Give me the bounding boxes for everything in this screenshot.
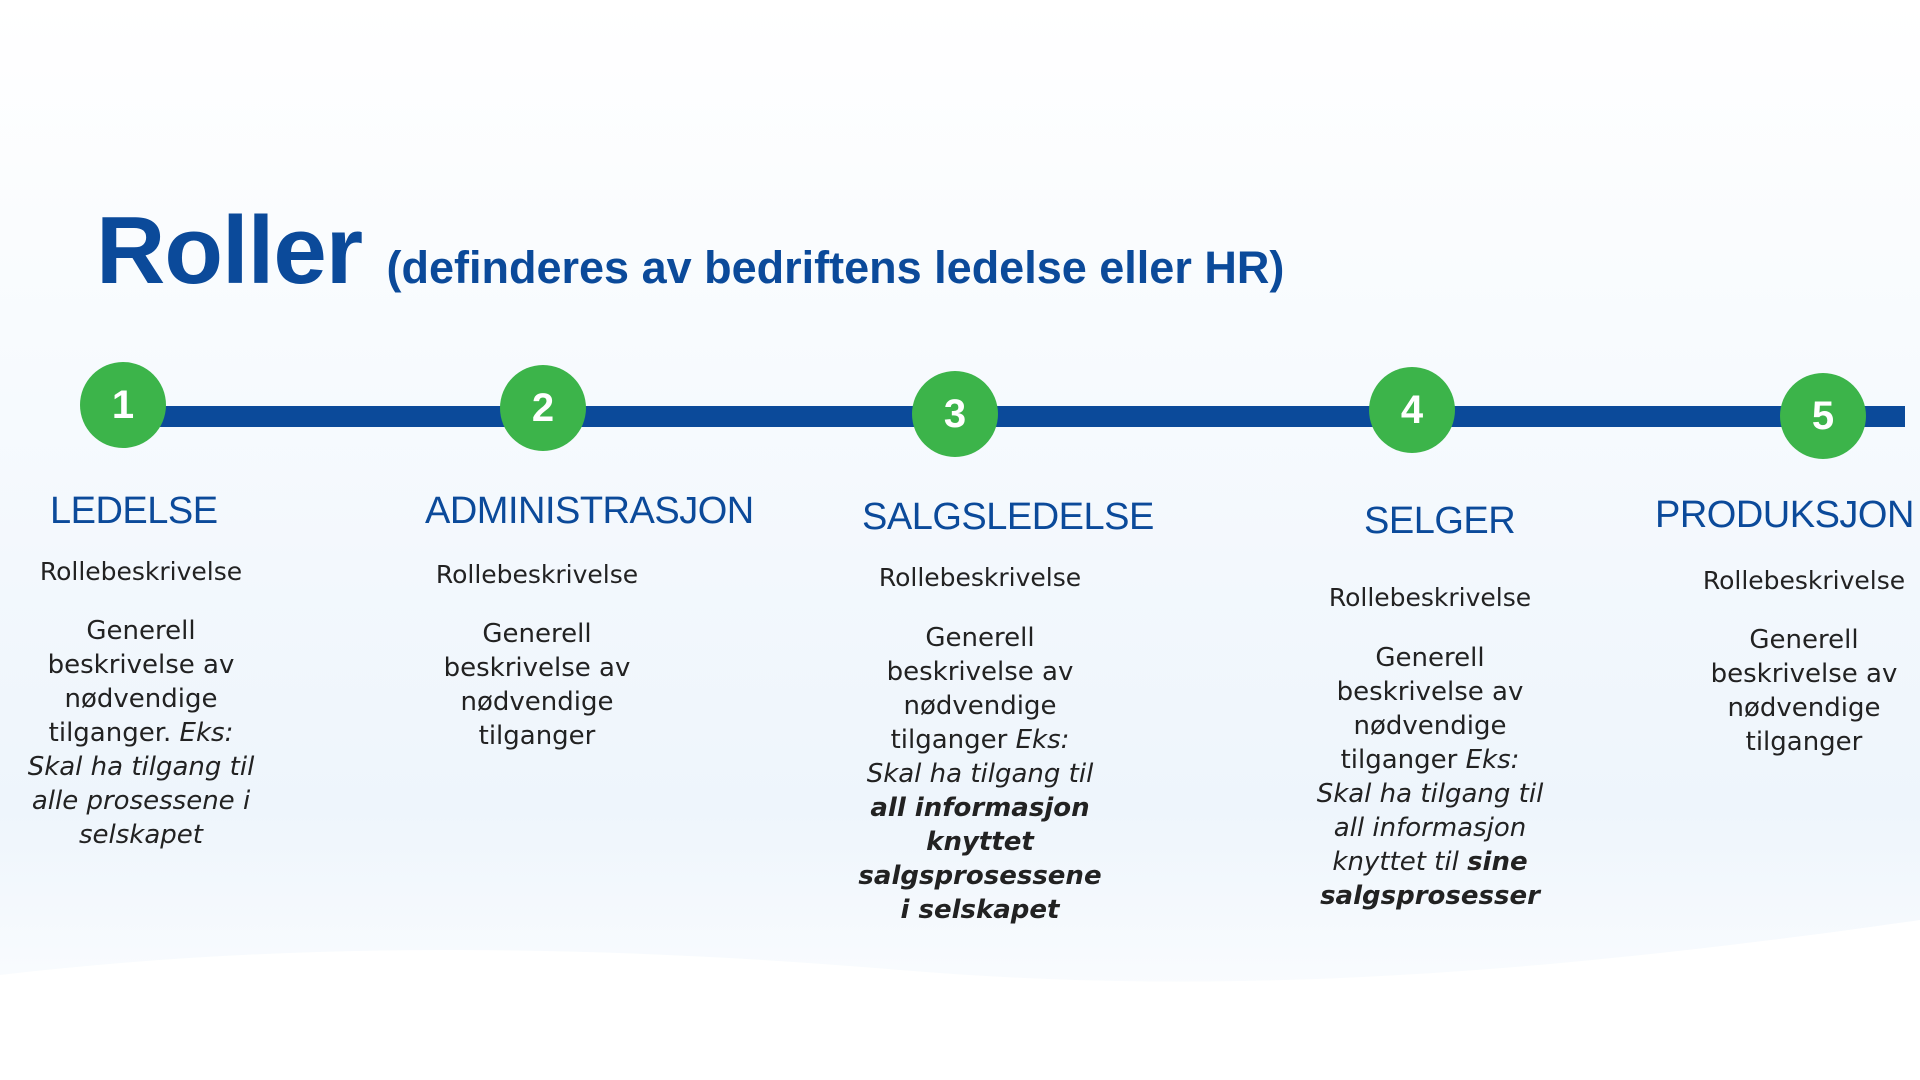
description-line: beskrivelse av: [1289, 675, 1571, 709]
description-text: tilganger: [1340, 745, 1466, 775]
description-text: Generell: [482, 619, 592, 649]
title-subtitle: (definderes av bedriftens ledelse eller …: [386, 242, 1285, 293]
step-circle-3: 3: [912, 371, 998, 457]
description-line: Generell: [398, 617, 676, 651]
description-line: knyttet til sine: [1289, 845, 1571, 879]
description-line: Generell: [840, 621, 1120, 655]
description-text: knyttet til: [1332, 847, 1468, 877]
description-text: sine: [1467, 847, 1528, 877]
description-text: Eks:: [179, 718, 234, 748]
description-text: Generell: [925, 623, 1035, 653]
description-text: nødvendige: [64, 684, 218, 714]
description-line: Skal ha tilgang til: [1289, 777, 1571, 811]
description-line: Generell: [1668, 623, 1920, 657]
description-text: i selskapet: [900, 895, 1060, 925]
role-label: Rollebeskrivelse: [435, 560, 639, 589]
description-text: tilganger: [1745, 727, 1863, 757]
description-line: tilganger: [1668, 725, 1920, 759]
description-text: Skal ha tilgang til: [866, 759, 1094, 789]
slide-title: Roller (definderes av bedriftens ledelse…: [96, 196, 1284, 306]
description-line: nødvendige: [1668, 691, 1920, 725]
background-wave: [0, 920, 1920, 1080]
description-text: Generell: [1375, 643, 1485, 673]
description-text: selskapet: [79, 820, 203, 850]
description-text: salgsprosesser: [1320, 881, 1540, 911]
description-text: nødvendige: [460, 687, 614, 717]
description-line: beskrivelse av: [0, 648, 282, 682]
description-text: Eks:: [1465, 745, 1520, 775]
description-text: nødvendige: [903, 691, 1057, 721]
description-line: Skal ha tilgang til: [840, 757, 1120, 791]
description-text: tilganger: [478, 721, 596, 751]
description-line: all informasjon: [840, 791, 1120, 825]
description-text: Generell: [1749, 625, 1859, 655]
description-line: nødvendige: [840, 689, 1120, 723]
description-line: tilganger. Eks:: [0, 716, 282, 750]
role-title: PRODUKSJON: [1655, 494, 1914, 536]
description-line: tilganger Eks:: [1289, 743, 1571, 777]
description-line: salgsprosessene: [840, 859, 1120, 893]
description-line: alle prosessene i: [0, 784, 282, 818]
role-description: Generell beskrivelse av nødvendige tilgange…: [398, 617, 676, 753]
description-line: selskapet: [0, 818, 282, 852]
description-line: nødvendige: [398, 685, 676, 719]
description-line: Generell: [0, 614, 282, 648]
description-line: Generell: [1289, 641, 1571, 675]
description-text: beskrivelse av: [1336, 677, 1524, 707]
description-text: all informasjon: [1333, 813, 1527, 843]
description-line: i selskapet: [840, 893, 1120, 927]
description-text: Generell: [86, 616, 196, 646]
description-text: alle prosessene i: [31, 786, 251, 816]
description-line: tilganger: [398, 719, 676, 753]
step-circle-4: 4: [1369, 367, 1455, 453]
description-text: beskrivelse av: [1710, 659, 1898, 689]
description-text: tilganger.: [48, 718, 180, 748]
role-title: ADMINISTRASJON: [425, 490, 754, 532]
description-line: beskrivelse av: [840, 655, 1120, 689]
description-line: salgsprosesser: [1289, 879, 1571, 913]
description-line: nødvendige: [0, 682, 282, 716]
description-text: knyttet: [926, 827, 1034, 857]
description-text: nødvendige: [1353, 711, 1507, 741]
step-circle-5: 5: [1780, 373, 1866, 459]
timeline-bar: [160, 406, 1905, 427]
description-line: beskrivelse av: [1668, 657, 1920, 691]
title-main: Roller: [96, 197, 363, 304]
description-text: nødvendige: [1727, 693, 1881, 723]
description-text: tilganger: [890, 725, 1016, 755]
description-text: beskrivelse av: [443, 653, 631, 683]
description-text: Skal ha tilgang til: [1316, 779, 1544, 809]
description-text: salgsprosessene: [858, 861, 1102, 891]
description-text: beskrivelse av: [47, 650, 235, 680]
description-text: beskrivelse av: [886, 657, 1074, 687]
description-text: Eks:: [1015, 725, 1070, 755]
role-label: Rollebeskrivelse: [39, 557, 243, 586]
description-text: Skal ha tilgang til: [27, 752, 255, 782]
role-label: Rollebeskrivelse: [878, 563, 1082, 592]
role-title: SALGSLEDELSE: [862, 496, 1154, 538]
description-line: nødvendige: [1289, 709, 1571, 743]
description-line: Skal ha tilgang til: [0, 750, 282, 784]
description-text: all informasjon: [870, 793, 1090, 823]
role-title: LEDELSE: [50, 490, 218, 532]
description-line: tilganger Eks:: [840, 723, 1120, 757]
role-label: Rollebeskrivelse: [1702, 566, 1906, 595]
description-line: beskrivelse av: [398, 651, 676, 685]
role-description: Generell beskrivelse av nødvendige tilgange…: [1668, 623, 1920, 759]
description-line: knyttet: [840, 825, 1120, 859]
step-circle-2: 2: [500, 365, 586, 451]
role-title: SELGER: [1364, 500, 1516, 542]
step-circle-1: 1: [80, 362, 166, 448]
role-label: Rollebeskrivelse: [1328, 583, 1532, 612]
description-line: all informasjon: [1289, 811, 1571, 845]
